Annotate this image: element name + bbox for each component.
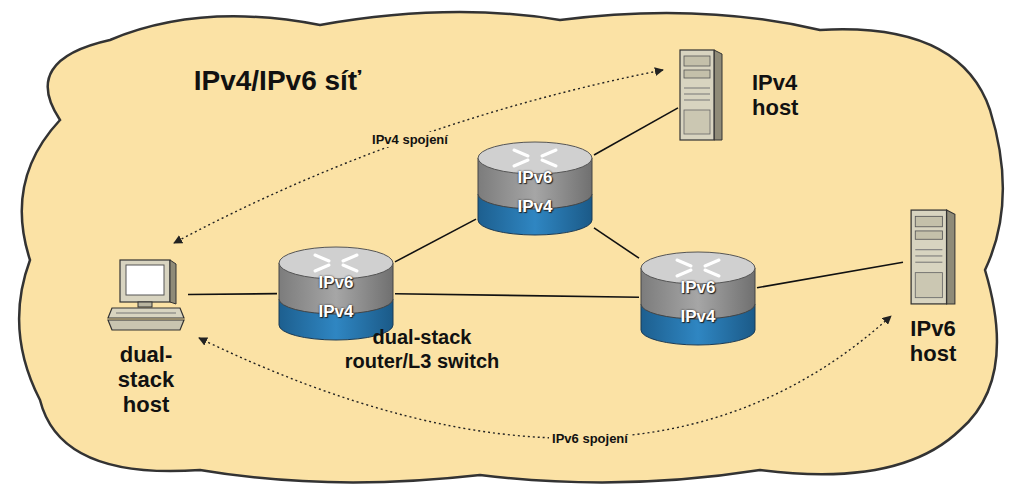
network-link [395,294,639,297]
network-link [188,293,277,296]
host-node: dual-stack host [104,258,188,417]
diagram-title: IPv4/IPv6 síť [190,64,365,97]
server-icon [678,48,724,142]
router-icon [476,138,594,238]
server-icon [903,208,963,306]
connection-label: IPv4 spojení [369,132,451,147]
ipv4-label: IPv4 [277,302,395,322]
host-node: IPv6 host [903,208,963,366]
network-link [757,262,903,287]
network-link [594,108,678,155]
ipv4-label: IPv4 [476,197,594,217]
ipv6-label: IPv6 [476,168,594,188]
ipv6-label: IPv6 [277,273,395,293]
host-label: IPv4 host [752,70,798,120]
ipv4-label: IPv4 [639,307,757,327]
router-node: IPv6IPv4 [639,248,757,348]
router-node: IPv6IPv4 [476,138,594,238]
pc-icon [104,258,188,332]
router-node: IPv6IPv4dual-stack router/L3 switch [277,243,395,343]
host-label: dual-stack host [118,342,174,417]
network-link [594,228,639,258]
host-label: IPv6 host [910,316,956,366]
connection-label: IPv6 spojení [549,431,631,446]
ipv6-label: IPv6 [639,278,757,298]
cloud-outline [19,12,1003,482]
router-caption: dual-stack router/L3 switch [327,325,517,373]
host-node: IPv4 host [678,48,798,142]
network-link [395,219,476,262]
router-icon [639,248,757,348]
